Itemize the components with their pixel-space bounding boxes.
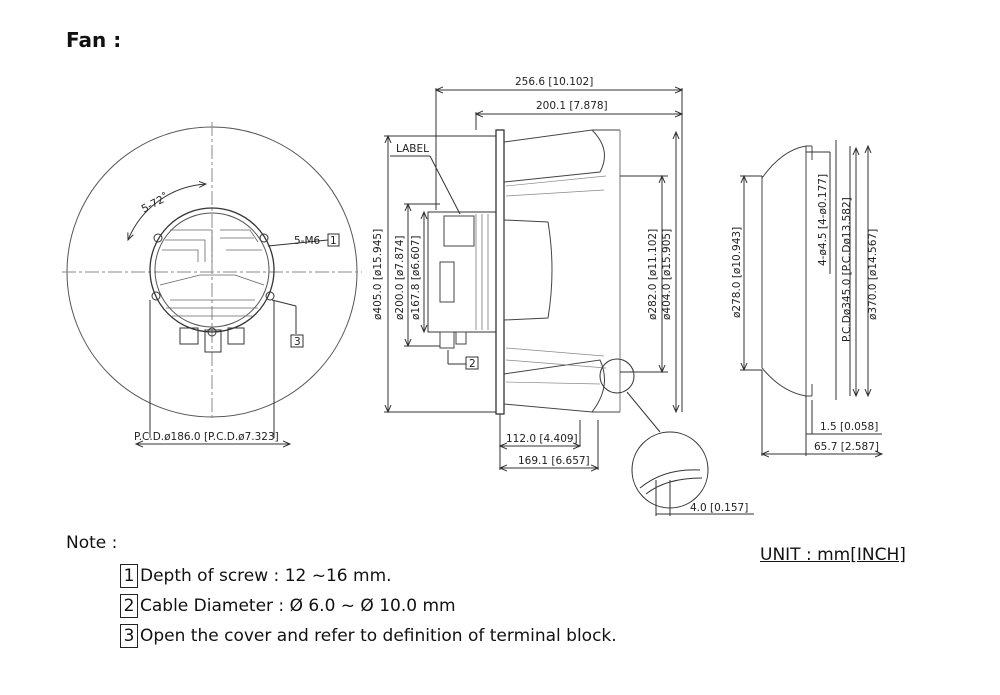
front-view (62, 122, 362, 444)
back-plate (495, 129, 505, 415)
impeller-hub (503, 219, 553, 321)
cover-note-ref: 3 (294, 336, 301, 348)
depth-mount: 112.0 [4.409] (506, 433, 578, 445)
ring-pcd: P.C.Dø345.0 [P.C.Dø13.582] (841, 197, 853, 342)
depth-total: 169.1 [6.657] (518, 455, 590, 467)
note-text: Depth of screw : 12 ~16 mm. (140, 566, 392, 586)
ring-dia-throat: ø278.0 [ø10.943] (731, 227, 743, 318)
note-number: 3 (120, 624, 138, 648)
ring-width: 65.7 [2.587] (814, 441, 879, 453)
page-heading: Fan : (66, 28, 122, 52)
note-number: 2 (120, 594, 138, 618)
label-area (443, 215, 475, 247)
dia-motor-inner: ø167.8 [ø6.607] (410, 236, 422, 321)
notes-list: 1 Depth of screw : 12 ~16 mm. 2 Cable Di… (120, 561, 617, 651)
screw-note-ref-box (327, 233, 340, 247)
detail-circle-small (599, 358, 635, 394)
dia-motor-outer: ø200.0 [ø7.874] (394, 236, 406, 321)
note-text: Cable Diameter : Ø 6.0 ~ Ø 10.0 mm (140, 596, 456, 616)
motor-housing (149, 207, 275, 333)
body-length: 200.1 [7.878] (536, 100, 608, 112)
fan-drawing: 5-72˚ 5-M6 1 3 P.C.D.ø186.0 [P.C.D.ø7.32… (62, 76, 1000, 516)
side-view (384, 88, 754, 516)
note-item: 2 Cable Diameter : Ø 6.0 ~ Ø 10.0 mm (120, 591, 617, 621)
note-item: 1 Depth of screw : 12 ~16 mm. (120, 561, 617, 591)
label-tag: LABEL (396, 143, 429, 155)
detail-gap: 4.0 [0.157] (690, 502, 748, 514)
cable-note-ref: 2 (469, 358, 476, 370)
note-item: 3 Open the cover and refer to definition… (120, 621, 617, 651)
cover-note-ref-box (290, 334, 304, 348)
angle-label: 5-72˚ (139, 191, 170, 215)
cable-note-ref-box (465, 356, 479, 370)
mounting-holes (151, 233, 275, 337)
ring-holes: 4-ø4.5 [4-ø0.177] (817, 174, 829, 266)
angle-arc (128, 184, 206, 240)
notes-label: Note : (66, 533, 118, 553)
screw-label: 5-M6 (294, 235, 321, 247)
motor-body (427, 211, 497, 333)
dia-outer: ø405.0 [ø15.945] (372, 229, 384, 320)
ring-thickness: 1.5 [0.058] (820, 421, 878, 433)
dia-wheel: ø404.0 [ø15.905] (661, 229, 673, 320)
unit-label: UNIT : mm[INCH] (760, 545, 906, 565)
screw-note-ref: 1 (330, 235, 337, 247)
ring-view (740, 140, 882, 456)
note-text: Open the cover and refer to definition o… (140, 626, 617, 646)
wheel-shroud (503, 129, 605, 183)
ring-dia-flange: ø370.0 [ø14.567] (867, 229, 879, 320)
dia-inlet: ø282.0 [ø11.102] (647, 229, 659, 320)
cable-glands (179, 327, 245, 353)
pcd-label: P.C.D.ø186.0 [P.C.D.ø7.323] (134, 431, 279, 443)
ring-profile-top (761, 145, 807, 180)
overall-length: 256.6 [10.102] (515, 76, 593, 88)
note-number: 1 (120, 564, 138, 588)
